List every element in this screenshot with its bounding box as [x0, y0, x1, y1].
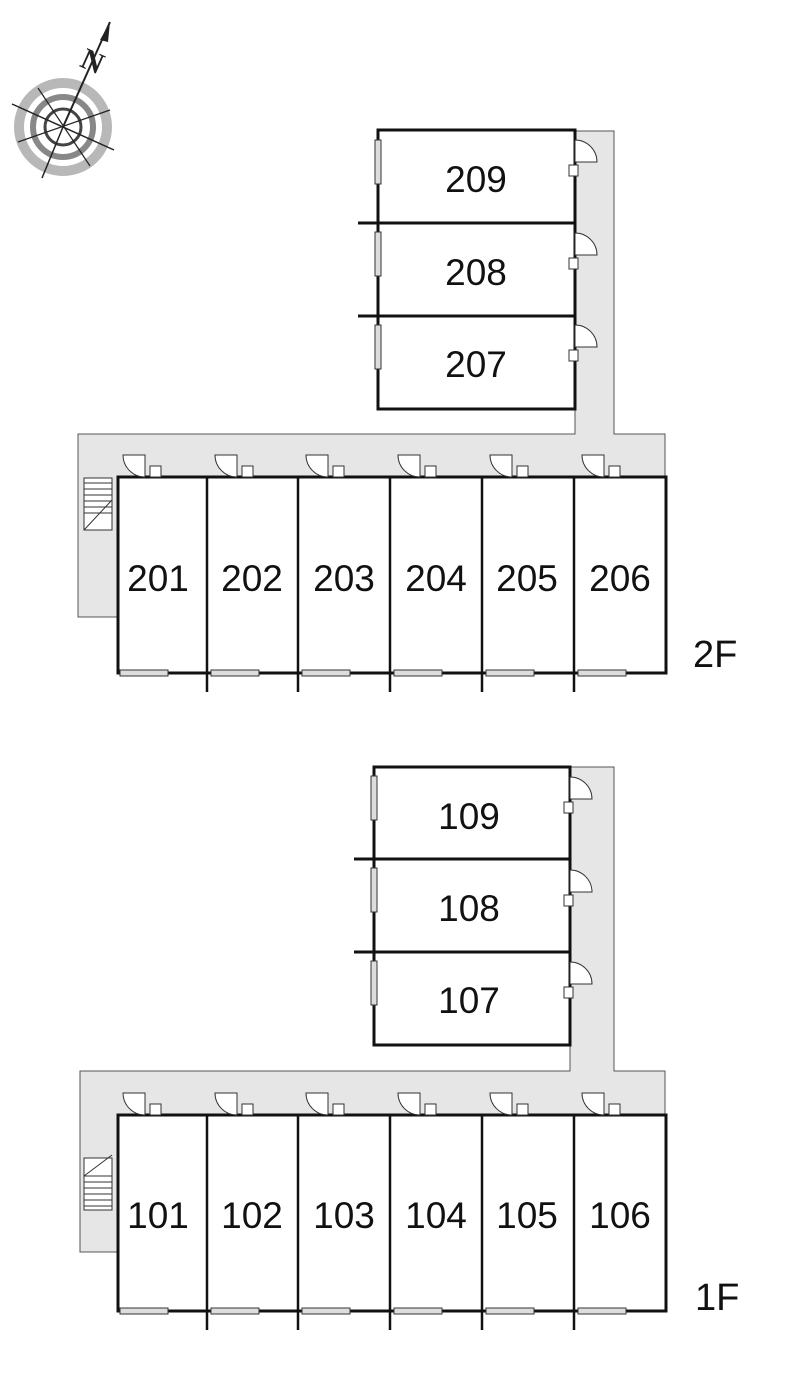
room-206: 206: [589, 558, 651, 599]
room-204: 204: [405, 558, 467, 599]
room-104: 104: [405, 1195, 467, 1236]
room-102: 102: [221, 1195, 283, 1236]
floor-2f: 209 208 207: [77, 128, 737, 692]
row-1f: 101 102 103 104 105 106: [116, 1092, 668, 1330]
wing-1f: 109 108 107: [354, 765, 593, 1047]
wing-2f: 209 208 207: [358, 128, 598, 411]
room-109: 109: [438, 796, 500, 837]
room-202: 202: [221, 558, 283, 599]
room-103: 103: [313, 1195, 375, 1236]
stairs-1f: [83, 1154, 113, 1211]
room-203: 203: [313, 558, 375, 599]
compass-icon: N: [11, 21, 115, 179]
floor-label-2f: 2F: [693, 634, 737, 676]
floor-label-1f: 1F: [695, 1277, 739, 1319]
room-105: 105: [496, 1195, 558, 1236]
room-101: 101: [127, 1195, 189, 1236]
room-207: 207: [445, 344, 507, 385]
room-106: 106: [589, 1195, 651, 1236]
room-107: 107: [438, 980, 500, 1021]
stairs-2f: [83, 477, 113, 531]
room-108: 108: [438, 888, 500, 929]
row-2f: 201 202 203 204 205 206: [116, 454, 668, 692]
room-205: 205: [496, 558, 558, 599]
compass-north-label: N: [76, 42, 110, 81]
room-209: 209: [445, 159, 507, 200]
floor-1f: 109 108 107: [79, 765, 739, 1330]
room-201: 201: [127, 558, 189, 599]
room-208: 208: [445, 252, 507, 293]
